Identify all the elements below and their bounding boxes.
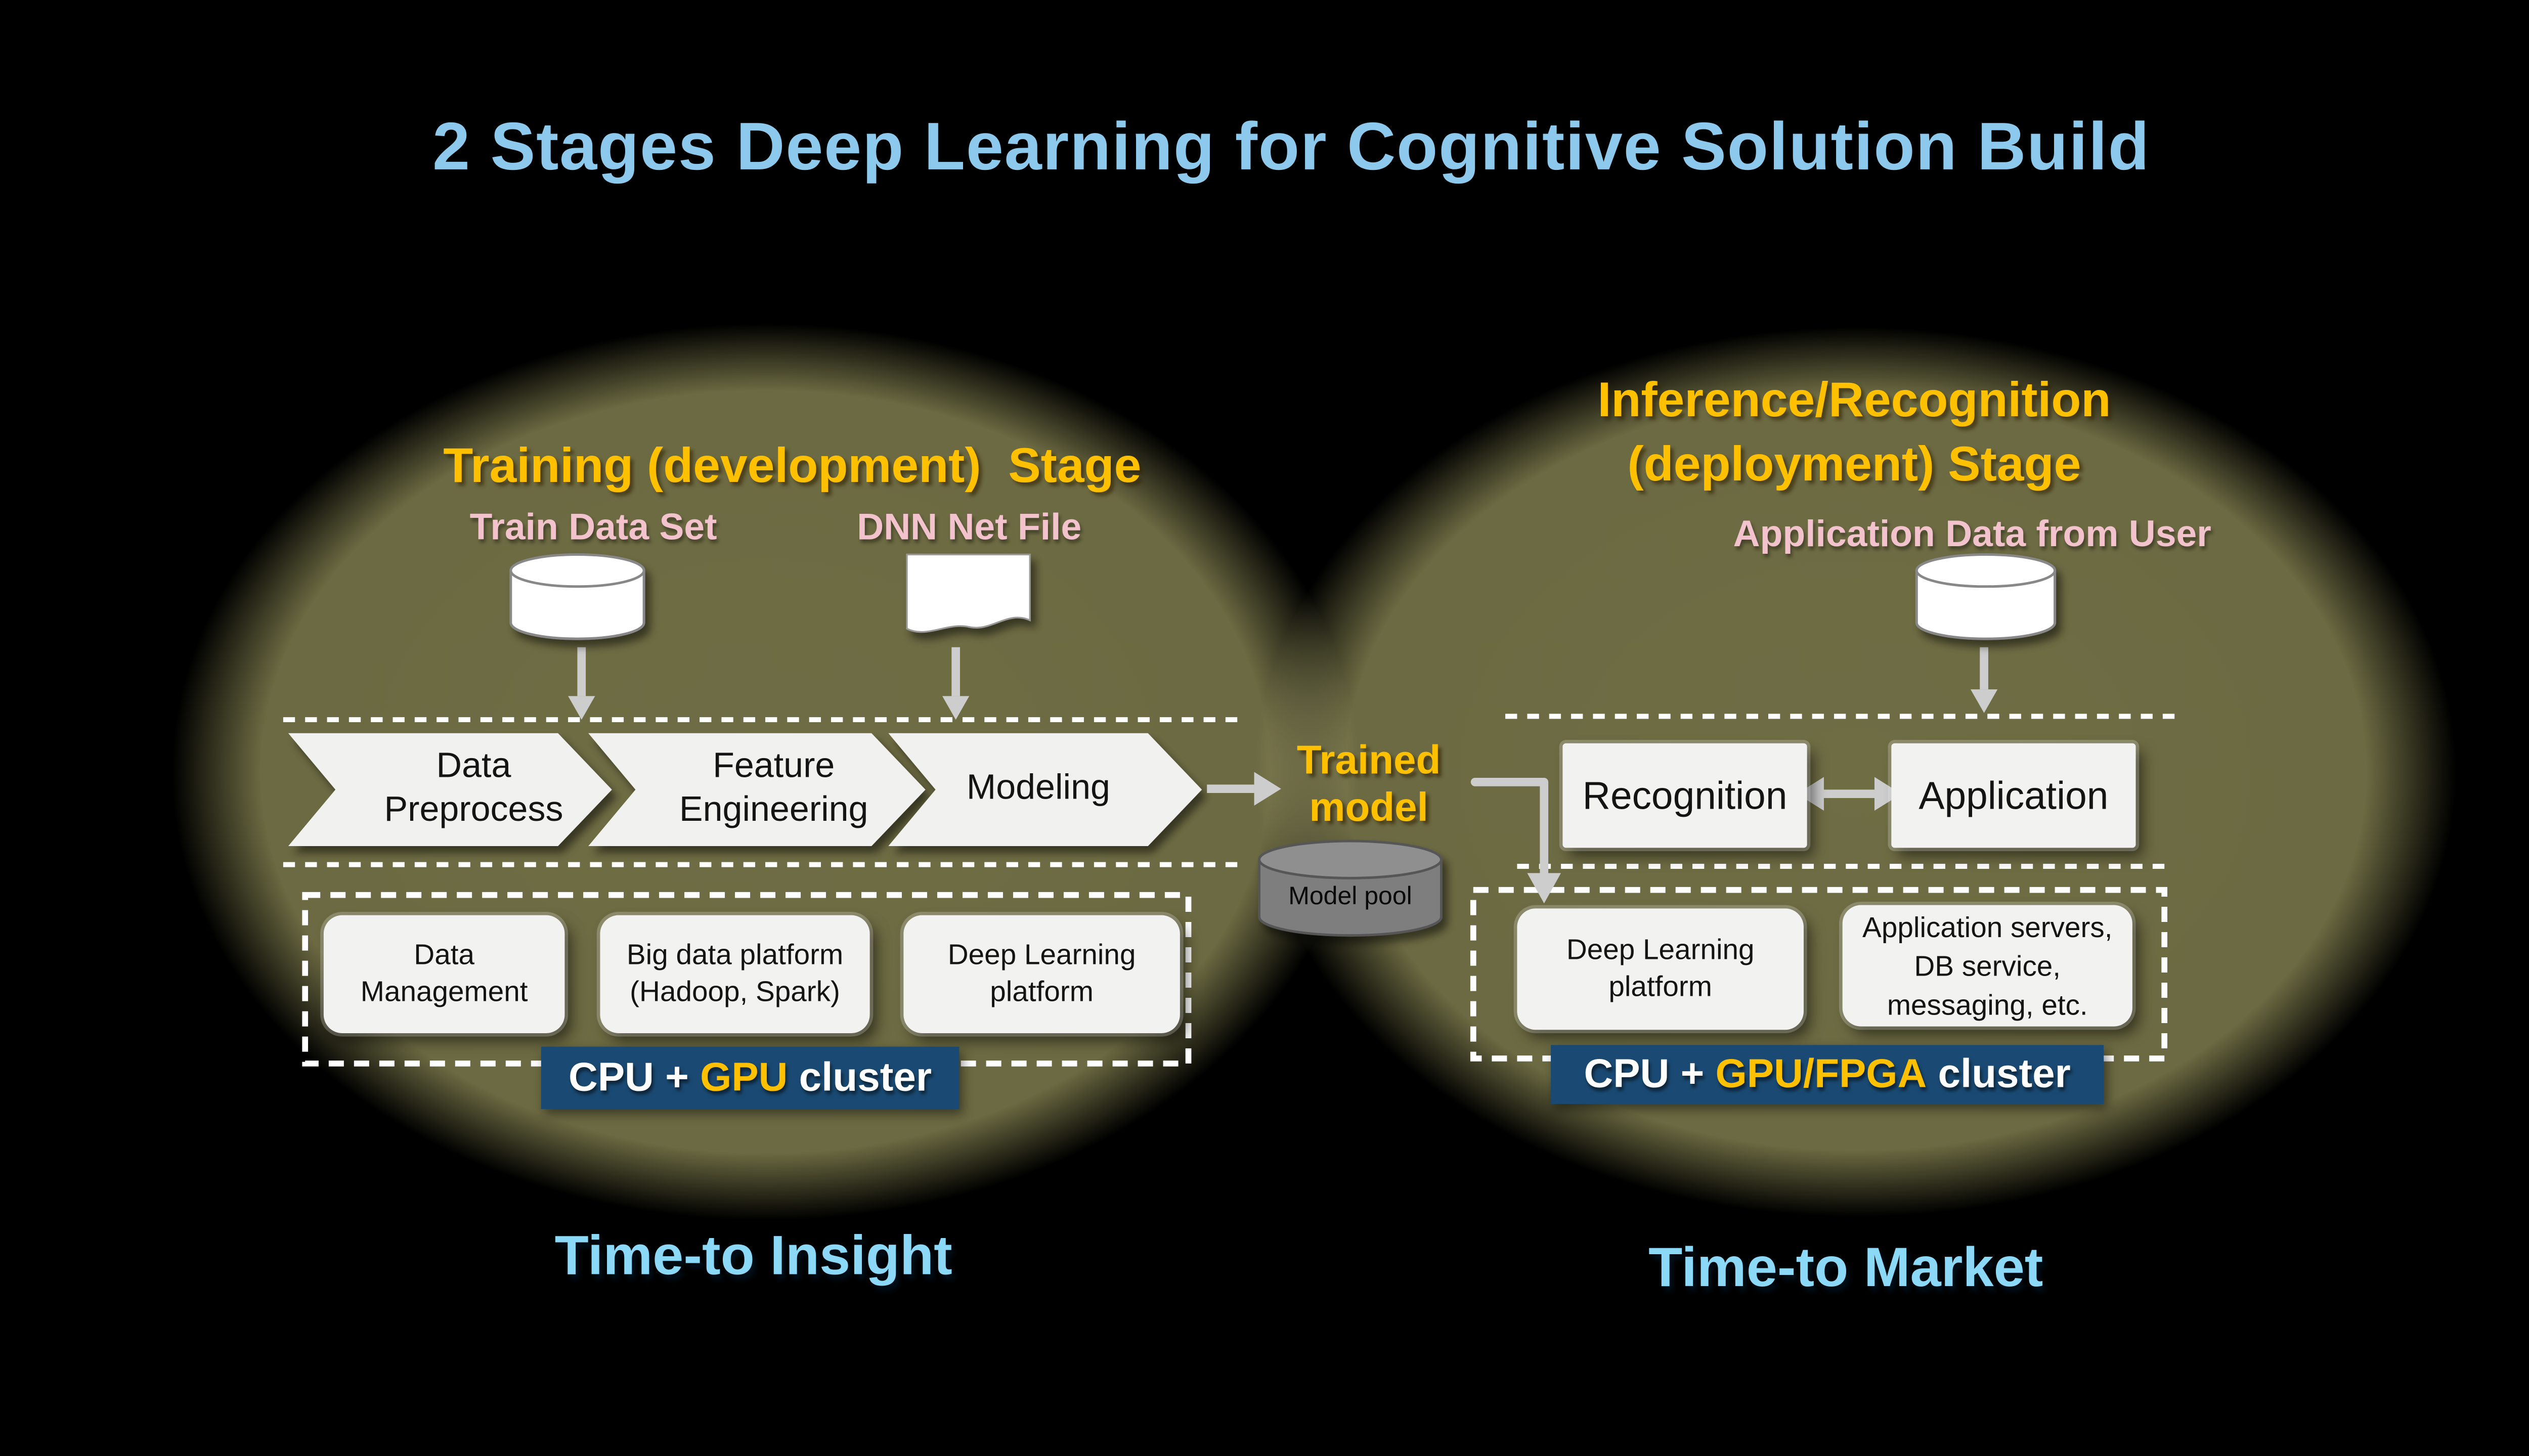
recognition-box: Recognition [1562, 743, 1807, 848]
arrow-down-train-data-head [568, 696, 595, 720]
time-to-insight-label: Time-to Insight [554, 1223, 952, 1286]
arrow-recognition-application-left-head [1797, 777, 1824, 811]
cluster-prefix: CPU + [1584, 1050, 1716, 1096]
training-stage-label: Training (development) Stage [443, 439, 1142, 494]
arrow-trained-model-to-platform-head [1527, 873, 1561, 904]
platform-box-app-servers: Application servers, DB service, messagi… [1842, 905, 2132, 1027]
trained-model-label: Trained model [1296, 738, 1441, 831]
model-pool-label: Model pool [1288, 882, 1412, 911]
database-icon [1915, 553, 2057, 640]
step-modeling: Modeling [966, 768, 1110, 808]
step-feature-engineering: Feature Engineering [679, 746, 868, 829]
platform-box-big-data: Big data platform (Hadoop, Spark) [600, 915, 870, 1033]
arrow-trained-model-to-platform [1470, 778, 1549, 879]
cluster-prefix: CPU + [569, 1054, 701, 1100]
down-arrows [577, 647, 1988, 696]
model-pool-database-icon [1258, 840, 1443, 937]
platform-box-deep-learning: Deep Learning platform [903, 915, 1180, 1033]
document-icon [906, 553, 1031, 633]
train-data-set-label: Train Data Set [469, 505, 717, 548]
arrow-modeling-to-trained-model-head [1254, 772, 1281, 806]
platform-box-data-management: Data Management [323, 915, 565, 1033]
chevron-feature-engineering [588, 733, 926, 847]
application-box: Application [1891, 743, 2136, 848]
arrow-down-app-data-head [1970, 689, 1998, 713]
slide-title: 2 Stages Deep Learning for Cognitive Sol… [432, 110, 2150, 185]
cluster-suffix: cluster [788, 1054, 932, 1100]
time-to-market-label: Time-to Market [1648, 1235, 2043, 1298]
arrow-recognition-application-right-head [1874, 777, 1902, 811]
inference-stage-label: Inference/Recognition (deployment) Stage [1597, 374, 2111, 493]
cluster-accent: GPU/FPGA [1715, 1050, 1927, 1096]
platform-box-deep-learning-right: Deep Learning platform [1517, 908, 1804, 1030]
dnn-net-file-label: DNN Net File [857, 505, 1082, 548]
cluster-suffix: cluster [1927, 1050, 2071, 1096]
step-data-preprocess: Data Preprocess [384, 746, 563, 829]
chevron-modeling [888, 733, 1202, 847]
chevron-data-preprocess [288, 733, 612, 847]
cpu-gpu-cluster-banner: CPU + GPU cluster [541, 1046, 960, 1109]
arrow-down-dnn-file-head [942, 696, 970, 720]
process-chevrons [288, 733, 1202, 847]
application-data-label: Application Data from User [1733, 512, 2211, 555]
cpu-gpu-fpga-cluster-banner: CPU + GPU/FPGA cluster [1551, 1045, 2104, 1104]
cluster-accent: GPU [700, 1054, 788, 1100]
database-icon [509, 553, 645, 640]
